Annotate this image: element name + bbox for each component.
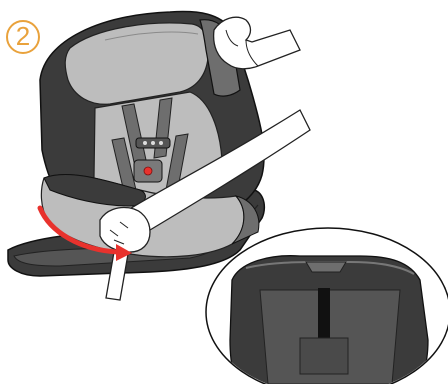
- detail-inset: [206, 228, 448, 384]
- hand-icon: [214, 17, 300, 69]
